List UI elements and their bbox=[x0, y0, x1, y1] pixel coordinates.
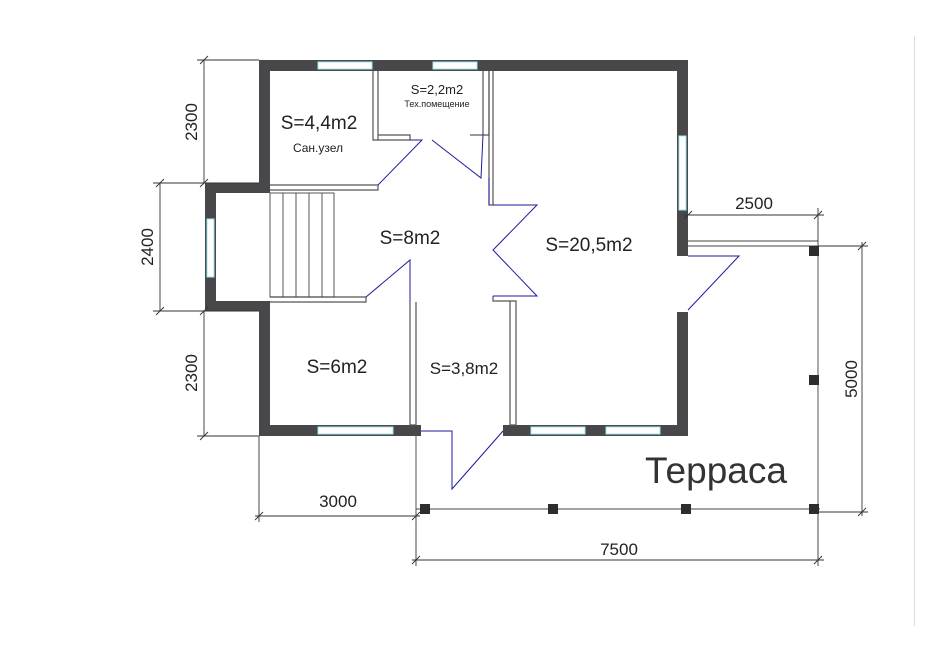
terrace bbox=[415, 240, 820, 514]
dim-label-bottom-total: 7500 bbox=[600, 540, 638, 559]
door-living bbox=[492, 204, 539, 297]
tech-area-label: S=2,2m2 bbox=[411, 82, 463, 97]
dim-label-bottom-left: 3000 bbox=[319, 492, 357, 511]
wall-bottom-right bbox=[503, 425, 688, 436]
dim-tick bbox=[813, 210, 823, 220]
door-room-6 bbox=[365, 258, 411, 302]
room-6-area-label: S=6m2 bbox=[307, 357, 368, 378]
dim-tick bbox=[411, 555, 421, 565]
partition-living-upper bbox=[488, 71, 494, 206]
partition-tech-left bbox=[372, 71, 379, 141]
window-bottom-right-2 bbox=[605, 426, 661, 435]
terrace-post bbox=[809, 504, 819, 514]
stair-outline bbox=[269, 192, 335, 298]
door-tech bbox=[431, 134, 484, 179]
door-terrace-entry bbox=[421, 430, 504, 491]
dim-tick bbox=[857, 241, 867, 251]
dim-tick bbox=[199, 306, 209, 316]
dim-tick bbox=[857, 507, 867, 517]
dimension-lines bbox=[153, 55, 868, 566]
hall-area-label: S=8m2 bbox=[380, 228, 441, 249]
bathroom-name-label: Сан.узел bbox=[293, 141, 343, 155]
dim-tick bbox=[199, 431, 209, 441]
room-labels: S=4,4m2 Сан.узел S=2,2m2 Тех.помещение S… bbox=[281, 82, 788, 491]
wall-right-lower bbox=[677, 312, 688, 436]
windows bbox=[206, 61, 687, 435]
partition-living-lower bbox=[492, 296, 517, 426]
partition-bathroom-bottom bbox=[270, 184, 379, 191]
dim-tick bbox=[199, 55, 209, 65]
dim-label-left-mid: 2400 bbox=[138, 228, 157, 266]
dim-tick bbox=[254, 511, 264, 521]
window-bottom-right-1 bbox=[530, 426, 586, 435]
wall-left-upper bbox=[259, 60, 270, 192]
partition-corridor-left bbox=[409, 302, 417, 426]
wall-bay-top bbox=[205, 183, 270, 193]
dim-tick bbox=[813, 555, 823, 565]
terrace-post bbox=[809, 375, 819, 385]
door-living-terrace bbox=[687, 255, 741, 311]
terrace-post bbox=[420, 504, 430, 514]
terrace-title: Терраса bbox=[645, 450, 787, 491]
wall-bay-bottom bbox=[205, 301, 270, 311]
window-right bbox=[678, 135, 687, 211]
living-area-label: S=20,5m2 bbox=[545, 235, 632, 256]
bathroom-area-label: S=4,4m2 bbox=[281, 113, 358, 134]
window-top-tech bbox=[432, 61, 478, 70]
partition-tech-right bbox=[482, 71, 490, 136]
dim-tick bbox=[411, 511, 421, 521]
wall-left-lower bbox=[259, 302, 270, 436]
dim-tick bbox=[199, 178, 209, 188]
dim-label-left-top: 2300 bbox=[182, 103, 201, 141]
window-top-bathroom bbox=[317, 61, 373, 70]
staircase bbox=[269, 192, 335, 298]
window-bay bbox=[206, 218, 215, 278]
dim-label-left-bottom: 2300 bbox=[182, 354, 201, 392]
door-bathroom bbox=[377, 139, 424, 186]
tech-name-label: Тех.помещение bbox=[404, 99, 469, 109]
partition-hall-bottom bbox=[270, 296, 367, 303]
page-edge-rule bbox=[914, 36, 915, 626]
terrace-post bbox=[548, 504, 558, 514]
partition-tech-bottom bbox=[378, 134, 411, 141]
corridor-area-label: S=3,8m2 bbox=[430, 359, 499, 378]
dim-tick bbox=[155, 178, 165, 188]
doors bbox=[365, 134, 741, 491]
terrace-post bbox=[809, 246, 819, 256]
terrace-post bbox=[681, 504, 691, 514]
dim-label-terrace-width: 2500 bbox=[735, 194, 773, 213]
dimension-labels: 2300 2400 2300 3000 7500 2500 5000 bbox=[138, 103, 861, 559]
dim-label-terrace-depth: 5000 bbox=[842, 360, 861, 398]
dim-tick bbox=[155, 306, 165, 316]
dim-tick bbox=[683, 210, 693, 220]
window-bottom-left bbox=[317, 426, 394, 435]
